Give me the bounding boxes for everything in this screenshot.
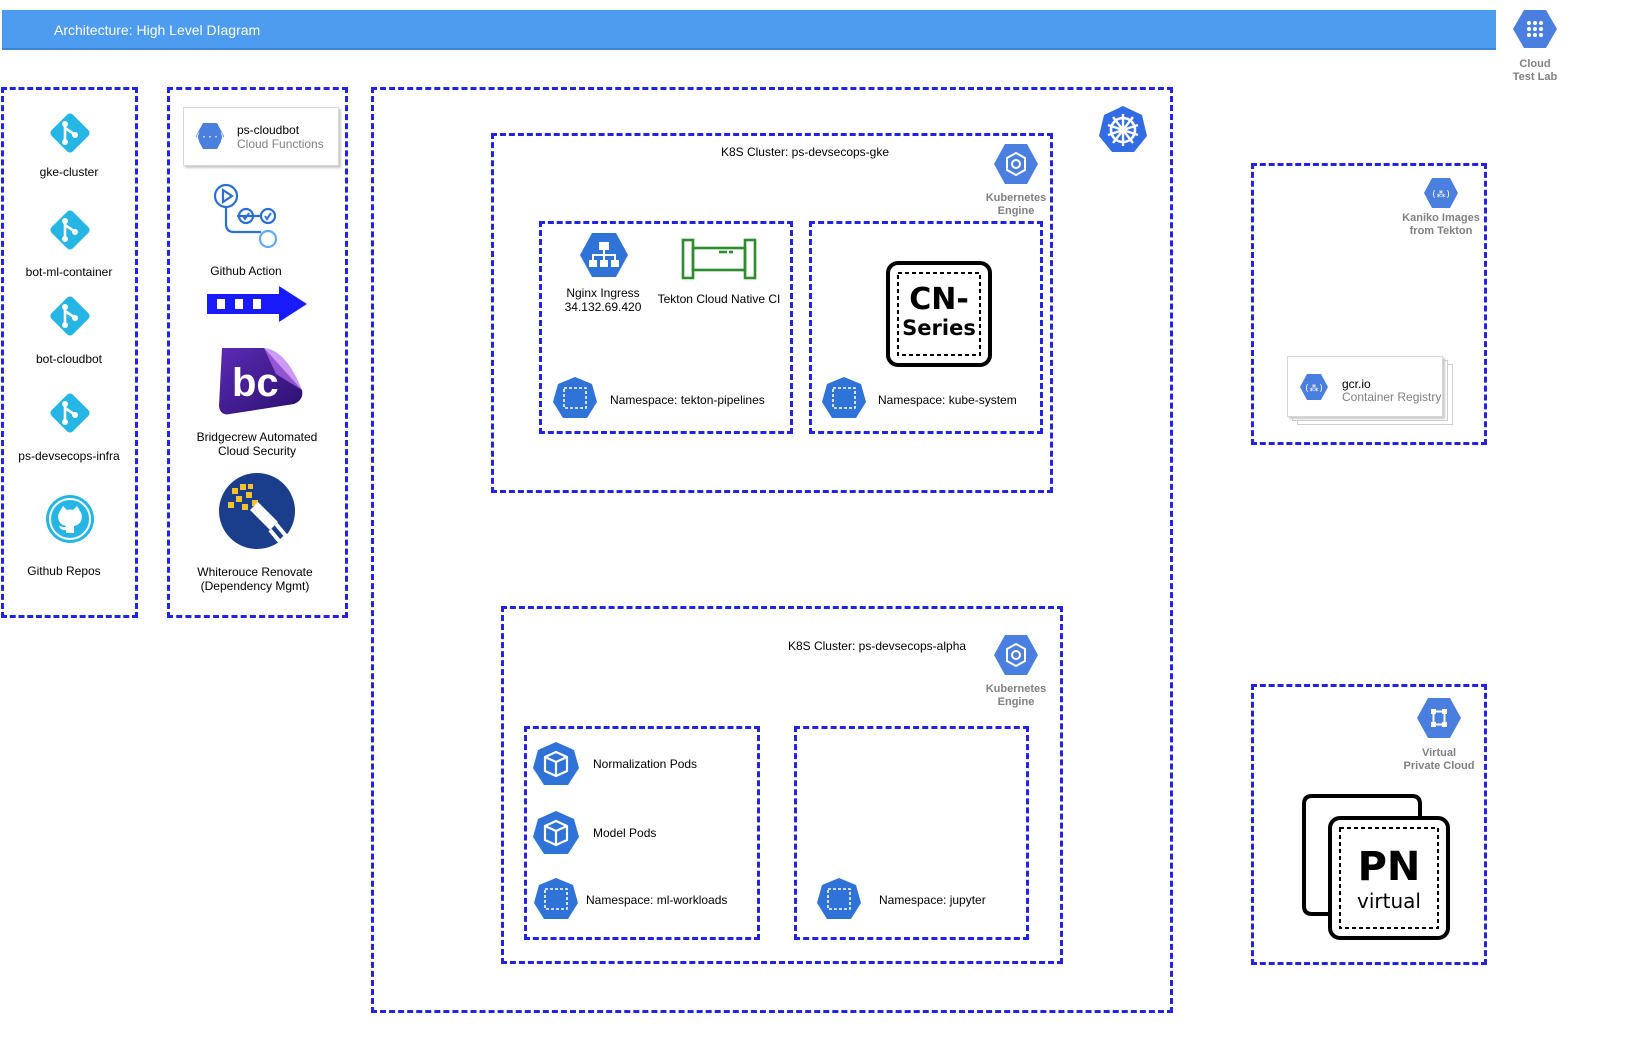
namespace-icon	[817, 878, 861, 919]
kubernetes-icon	[1099, 106, 1147, 152]
ns-tekton-label: Namespace: tekton-pipelines	[610, 393, 765, 407]
load-balancer-icon	[580, 233, 628, 277]
repo-label-gke-cluster: gke-cluster	[39, 165, 99, 179]
git-icon	[50, 113, 90, 153]
registry-type: Container Registry	[1342, 390, 1442, 404]
cluster-gke	[491, 133, 1053, 493]
namespace-icon	[553, 377, 597, 418]
pn-line2: virtual	[1357, 889, 1421, 913]
pipeline-group	[167, 87, 348, 618]
cloud-functions-icon: (···)	[196, 123, 224, 149]
svg-text:(⁂): (⁂)	[1304, 383, 1324, 394]
kaniko-group	[1251, 163, 1487, 445]
repos-group	[1, 87, 138, 618]
tekton-pipeline-icon	[681, 238, 757, 280]
github-repos-label: Github Repos	[27, 564, 101, 578]
cloud-test-lab-icon	[1513, 10, 1557, 48]
ns-kube-label: Namespace: kube-system	[878, 393, 1017, 407]
git-icon	[50, 393, 90, 433]
cluster-alpha	[501, 606, 1063, 964]
bridgecrew-logo-icon: bc	[219, 348, 303, 415]
vpc-icon	[1417, 698, 1461, 738]
repo-label-ps-devsecops-infra: ps-devsecops-infra	[18, 449, 120, 463]
namespace-icon	[534, 878, 578, 919]
ns-ml-box	[524, 726, 760, 940]
github-icon	[46, 495, 94, 543]
ns-tekton-box	[539, 221, 793, 434]
renovate-logo-icon	[219, 473, 295, 549]
github-action-icon	[213, 183, 278, 249]
pn-line1: PN	[1357, 844, 1421, 890]
flow-arrow-icon	[207, 286, 307, 322]
git-icon	[50, 210, 90, 250]
cloud-function-type: Cloud Functions	[237, 137, 324, 151]
title-bar: Architecture: High Level DIagram	[2, 10, 1496, 50]
cn-series-logo-icon	[886, 261, 992, 367]
pod-icon	[533, 742, 579, 785]
tekton-label: Tekton Cloud Native CI	[657, 292, 781, 306]
vpc-group	[1251, 684, 1487, 965]
github-action-label: Github Action	[210, 264, 282, 278]
svg-text:(⁂): (⁂)	[1431, 189, 1451, 200]
cloud-functions-card: (···) ps-cloudbot Cloud Functions	[183, 107, 339, 166]
normalization-pods-label: Normalization Pods	[593, 757, 698, 771]
model-pods-label: Model Pods	[593, 826, 657, 840]
page-title: Architecture: High Level DIagram	[54, 22, 261, 38]
cloud-function-name: ps-cloudbot	[237, 123, 300, 137]
ns-ml-label: Namespace: ml-workloads	[586, 893, 728, 907]
ns-kube-box	[809, 221, 1043, 434]
git-icon	[50, 296, 90, 336]
cluster-alpha-title: K8S Cluster: ps-devsecops-alpha	[787, 639, 967, 653]
repo-label-bot-cloudbot: bot-cloudbot	[35, 352, 103, 366]
ns-jupyter-label: Namespace: jupyter	[879, 893, 986, 907]
kubernetes-engine-icon	[994, 635, 1038, 675]
pn-virtual-logo-icon	[1302, 794, 1450, 940]
svg-text:(···): (···)	[196, 132, 224, 143]
svg-text:bc: bc	[232, 361, 279, 405]
namespace-icon	[822, 377, 866, 418]
container-registry-icon: (⁂)	[1300, 374, 1328, 400]
cn-series-line1: CN-	[909, 282, 969, 317]
kubernetes-group	[371, 87, 1173, 1013]
renovate-label: Whiterouce Renovate(Dependency Mgmt)	[197, 565, 313, 593]
cluster-gke-title: K8S Cluster: ps-devsecops-gke	[720, 145, 890, 159]
registry-name: gcr.io	[1342, 377, 1371, 391]
ns-jupyter-box	[794, 726, 1029, 940]
pod-icon	[533, 811, 579, 854]
repo-label-bot-ml-container: bot-ml-container	[25, 265, 113, 279]
container-registry-card: (⁂) gcr.io Container Registry	[1287, 356, 1443, 417]
kubernetes-engine-icon	[994, 144, 1038, 184]
container-registry-icon: (⁂)	[1424, 178, 1458, 208]
cn-series-line2: Series	[902, 316, 976, 340]
